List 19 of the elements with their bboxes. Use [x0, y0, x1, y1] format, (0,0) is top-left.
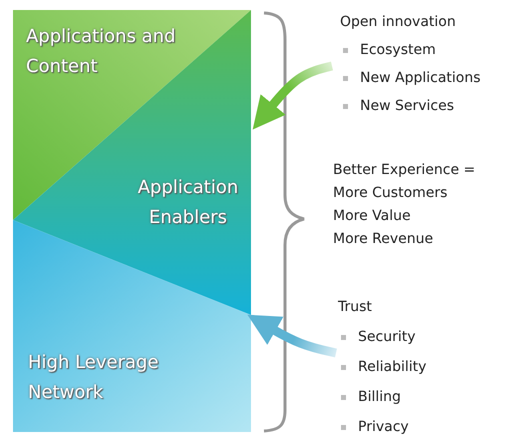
heading: Trust: [338, 298, 373, 317]
diagram-region: [13, 10, 251, 315]
region-label: High Leverage Network: [28, 351, 160, 405]
note-text: Better Experience =: [333, 162, 476, 178]
note-text: More Customers: [333, 185, 448, 201]
curved-arrow: [252, 62, 334, 130]
bullet-item: Reliability: [338, 353, 506, 381]
region-label: Application Enablers: [136, 176, 240, 230]
note-text: More Revenue: [333, 231, 434, 247]
bullet-item: New Services: [340, 92, 508, 120]
bullet-item: Privacy: [338, 413, 506, 439]
curved-arrow: [247, 314, 337, 358]
bullet-item: New Applications: [340, 64, 508, 92]
bullet-item: Billing: [338, 383, 506, 411]
note-text: More Value: [333, 208, 411, 224]
bullet-item: Ecosystem: [340, 36, 508, 64]
heading: Open innovation: [340, 13, 457, 32]
bullet-item: Security: [338, 323, 506, 351]
region-label: Applications and Content: [26, 25, 177, 79]
